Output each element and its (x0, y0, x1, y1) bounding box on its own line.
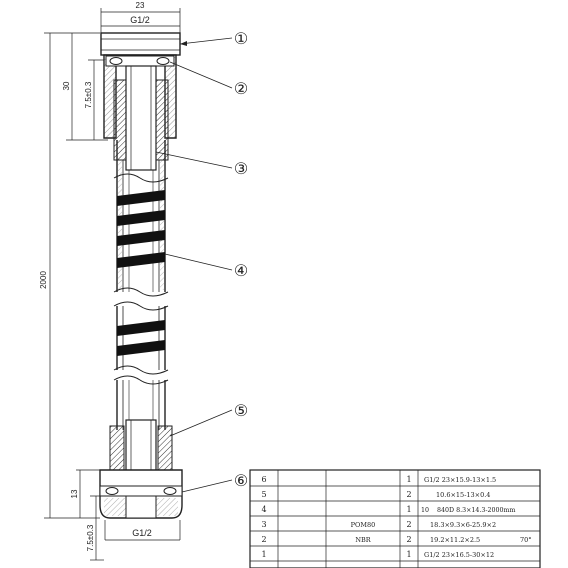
callout-5: ⑤ (234, 401, 248, 420)
callout-2: ② (234, 79, 248, 98)
row-4-qty: 1 (406, 505, 411, 514)
dim-height-7-5-bottom: 7.5±0.3 (86, 524, 95, 551)
dim-bottom-thread: G1/2 (132, 528, 152, 538)
row-2-note: 70° (520, 536, 532, 544)
row-3-qty: 2 (406, 520, 411, 529)
dim-height-13: 13 (70, 489, 79, 498)
callout-3: ③ (234, 159, 248, 178)
dimension-lines (44, 8, 181, 561)
callout-4: ④ (234, 261, 248, 280)
parts-table-row: 5 2 10.6×15-13×0.4 (261, 490, 490, 499)
row-2-qty: 2 (406, 535, 411, 544)
row-1-spec: G1/2 23×16.5-30×12 (424, 551, 494, 559)
row-2-no: 2 (261, 535, 266, 544)
parts-table-row: 2 NBR 2 19.2×11.2×2.5 70° (261, 535, 531, 544)
dim-height-7-5-top: 7.5±0.3 (84, 81, 93, 108)
leader-lines (155, 37, 233, 493)
row-5-qty: 2 (406, 490, 411, 499)
row-6-no: 6 (261, 475, 266, 484)
hose (113, 140, 169, 430)
row-5-no: 5 (261, 490, 266, 499)
top-insert (113, 65, 169, 171)
parts-table-row: 3 POM80 2 18.3×9.3×6-25.9×2 (261, 520, 496, 529)
top-gasket (105, 55, 175, 67)
row-6-qty: 1 (406, 475, 411, 484)
dim-total-length: 2000 (39, 271, 48, 289)
parts-table-row: 4 1 10 840D 8.3×14.3-2000mm (261, 505, 515, 514)
row-3-no: 3 (261, 520, 266, 529)
row-2-material: NBR (355, 536, 371, 544)
row-1-no: 1 (261, 550, 266, 559)
callout-markers: ① ② ③ ④ ⑤ ⑥ (234, 29, 248, 490)
row-3-spec: 18.3×9.3×6-25.9×2 (430, 521, 496, 529)
row-1-qty: 1 (406, 550, 411, 559)
callout-1: ① (234, 29, 248, 48)
row-4-spec: 10 840D 8.3×14.3-2000mm (421, 507, 516, 514)
row-3-material: POM80 (351, 521, 376, 529)
dimension-labels: 23 G1/2 30 7.5±0.3 2000 13 7.5±0.3 G1/2 (39, 1, 152, 551)
callout-6: ⑥ (234, 471, 248, 490)
dim-top-thread: G1/2 (130, 15, 150, 25)
dim-height-30: 30 (62, 81, 71, 90)
dim-top-width: 23 (136, 1, 145, 10)
parts-table-row: 1 1 G1/2 23×16.5-30×12 (261, 550, 494, 559)
row-5-spec: 10.6×15-13×0.4 (436, 491, 490, 499)
row-4-no: 4 (261, 505, 266, 514)
row-2-spec: 19.2×11.2×2.5 (430, 536, 480, 544)
parts-table (249, 469, 541, 568)
row-6-spec: G1/2 23×15.9-13×1.5 (424, 476, 496, 484)
bottom-nut (99, 469, 183, 519)
parts-table-row: 6 1 G1/2 23×15.9-13×1.5 (261, 475, 496, 484)
